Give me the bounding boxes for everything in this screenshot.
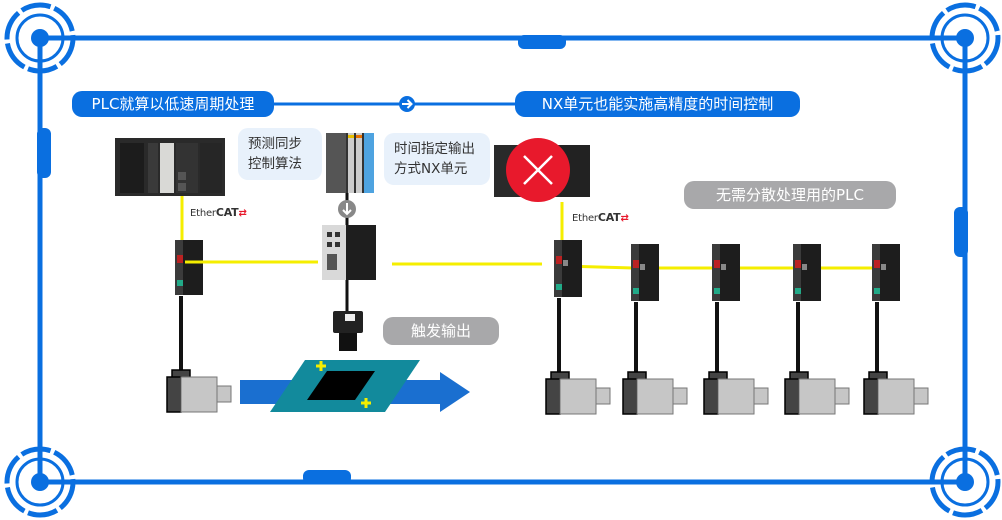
no-plc-needed-label: 无需分散处理用的PLC [684,181,896,209]
note-line: 方式NX单元 [394,161,468,177]
frame-tab-top [518,35,566,49]
ethercat-suffix: CAT [215,206,239,219]
ethercat-prefix: Ether [190,208,216,219]
servo-motor-left [166,369,232,413]
right-header-label: NX单元也能实施高精度的时间控制 [515,91,800,117]
x-circle-icon [506,138,570,202]
ethercat-arrow-icon: ⇄ [620,213,629,224]
servo-drive [793,244,821,301]
servo-motor [784,371,850,415]
note-line: 控制算法 [248,156,302,172]
servo-drive [712,244,740,301]
corner-target-icon-tr [929,2,1001,74]
servo-motor [622,371,688,415]
vision-camera [333,311,363,351]
frame-tab-right [954,207,968,257]
servo-motor [545,371,611,415]
arrow-down-circle-icon [338,200,356,218]
workpiece-board [270,360,420,412]
ethercat-suffix: CAT [597,211,621,224]
frame-tab-left [37,128,51,178]
corner-target-icon-br [929,446,1001,518]
alignment-mark-icon [361,398,371,408]
timed-output-note: 时间指定输出 方式NX单元 [384,133,490,185]
servo-motor [863,371,929,415]
corner-target-icon-tl [4,2,76,74]
note-line: 时间指定输出 [394,141,475,157]
note-line: 预测同步 [248,136,302,152]
ethercat-prefix: Ether [572,213,598,224]
trigger-output-label: 触发输出 [383,317,499,345]
ethercat-arrow-icon: ⇄ [238,208,247,219]
ethercat-logo-right: EtherCAT⇄ [572,211,629,224]
left-header-label: PLC就算以低速周期处理 [72,91,274,117]
sync-algorithm-note: 预测同步 控制算法 [238,128,322,180]
plc-controller-left [115,138,225,196]
alignment-mark-icon [316,361,326,371]
servo-drive [872,244,900,301]
ethercat-logo-left: EtherCAT⇄ [190,206,247,219]
servo-drive [631,244,659,301]
frame-tab-bottom [303,470,351,484]
machine-controller [322,225,376,280]
servo-drive-left [175,240,203,295]
servo-motor [703,371,769,415]
corner-target-icon-bl [4,446,76,518]
nx-unit [326,133,374,193]
servo-drive [554,240,582,297]
arrow-right-circle-icon [399,96,415,112]
